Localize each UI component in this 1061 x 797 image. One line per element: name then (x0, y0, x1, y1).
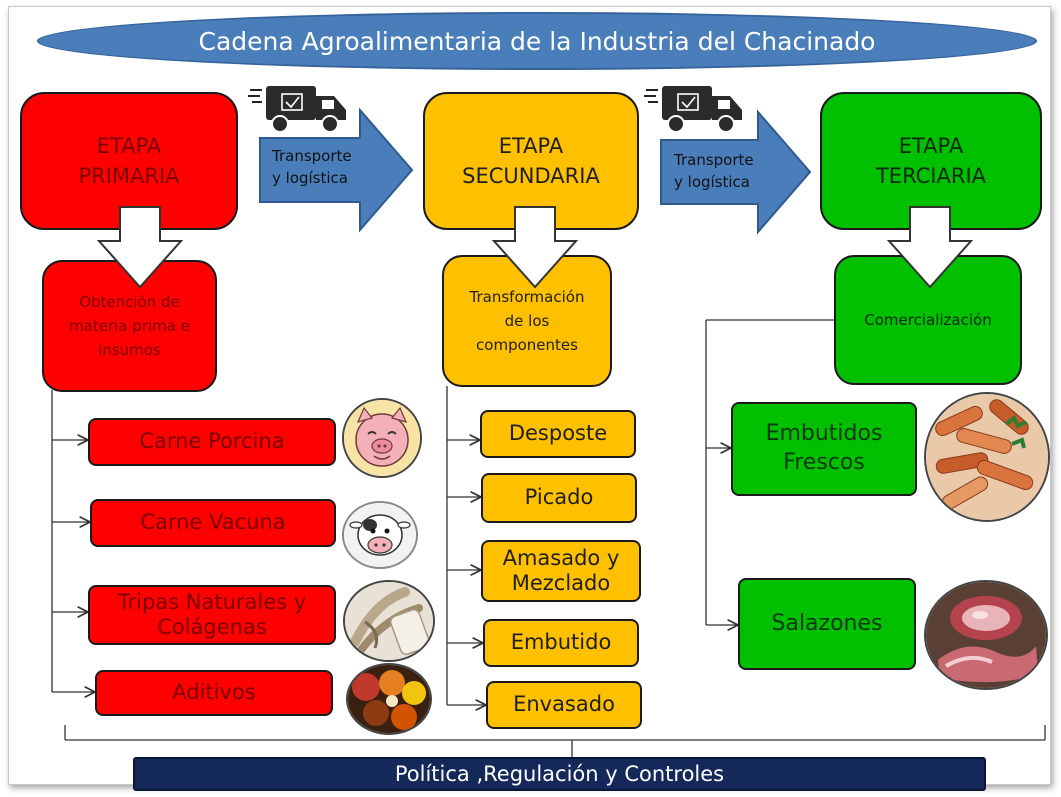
spices-icon (346, 663, 432, 735)
cow-icon (342, 501, 418, 569)
primary-item-beef: Carne Vacuna (90, 499, 336, 547)
secondary-item-picado: Picado (481, 473, 637, 523)
truck-icon (644, 86, 742, 133)
diagram-title: Cadena Agroalimentaria de la Industria d… (37, 12, 1037, 70)
down-arrow-secondary (491, 206, 579, 289)
primary-item-pork: Carne Porcina (88, 418, 336, 466)
cured-meat-icon (924, 580, 1048, 690)
down-arrow-tertiary (886, 206, 974, 289)
tertiary-item-salazones: Salazones (738, 578, 916, 670)
casings-icon (343, 580, 435, 662)
truck-icon (248, 86, 346, 133)
transport-arrow-1 (259, 107, 414, 233)
primary-connectors (51, 390, 95, 692)
primary-item-additives: Aditivos (95, 670, 333, 716)
sausages-icon (924, 392, 1050, 522)
bottom-bracket (64, 725, 1046, 757)
pig-icon (342, 398, 422, 478)
secondary-item-embutido: Embutido (483, 619, 639, 667)
secondary-connectors (446, 386, 486, 705)
secondary-item-envasado: Envasado (486, 681, 642, 729)
secondary-item-desposte: Desposte (480, 410, 636, 458)
transport-arrow-2 (660, 109, 812, 235)
tertiary-connectors (705, 319, 834, 625)
down-arrow-primary (96, 206, 184, 289)
footer-bar: Política ,Regulación y Controles (133, 757, 986, 791)
